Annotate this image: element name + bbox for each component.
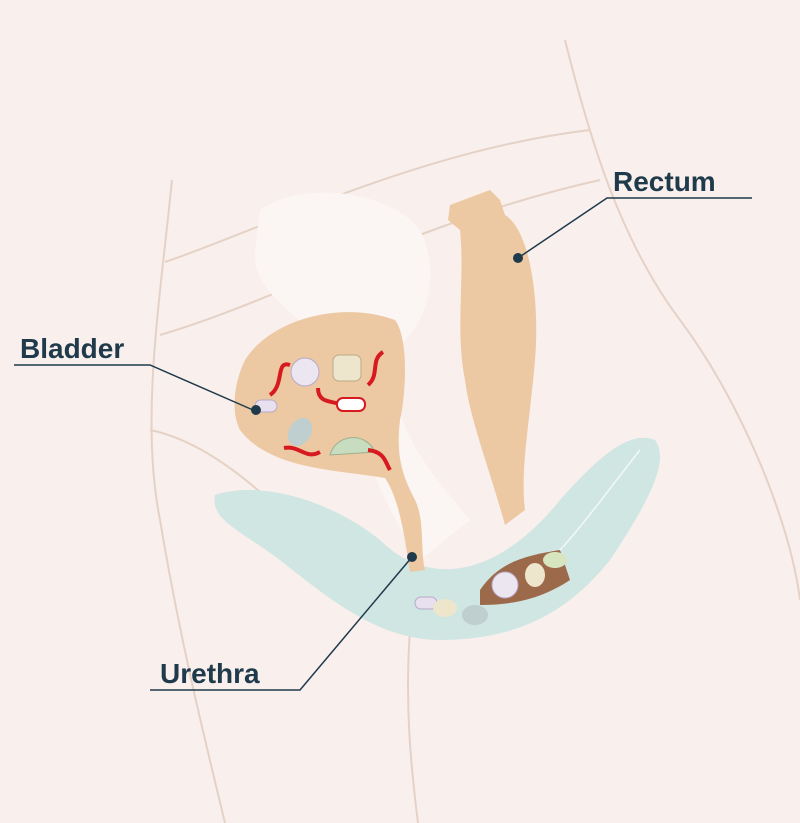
bladder-label: Bladder	[20, 333, 125, 364]
leader-lines	[14, 197, 752, 691]
urethra-label: Urethra	[160, 658, 260, 689]
urethra-pointer-dot	[407, 552, 417, 562]
bacteria-cluster-vagina	[414, 550, 570, 625]
bladder-pointer-dot	[251, 405, 261, 415]
bladder-shape	[234, 312, 425, 572]
bacteria-cluster-bladder	[254, 350, 392, 472]
rectum-shape	[448, 190, 537, 525]
rectum-pointer-dot	[513, 253, 523, 263]
rectum-label: Rectum	[613, 166, 716, 197]
